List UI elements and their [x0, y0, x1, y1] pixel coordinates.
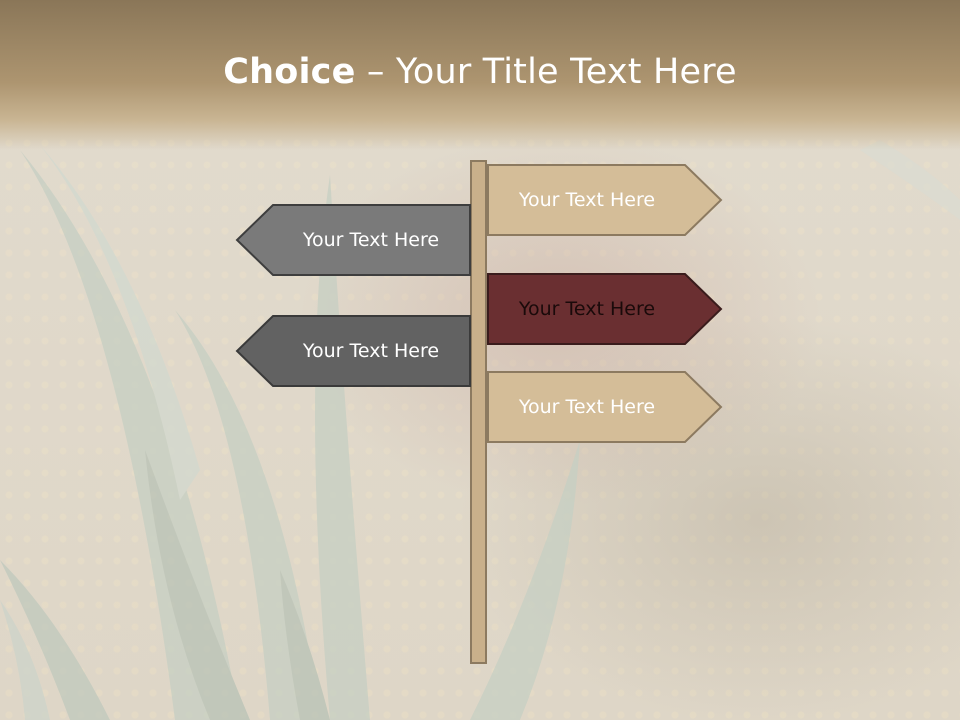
title-bar: Choice – Your Title Text Here — [0, 0, 960, 150]
sign-right-1-label: Your Text Here — [518, 189, 656, 211]
sign-right-1-shape — [487, 164, 723, 236]
sign-left-2-shape — [235, 315, 471, 387]
sign-left-2[interactable]: Your Text Here — [235, 315, 471, 387]
sign-right-1[interactable]: Your Text Here — [487, 164, 723, 236]
sign-right-3-label: Your Text Here — [518, 396, 656, 418]
sign-right-2-shape — [487, 273, 723, 345]
signpost-pole — [470, 160, 487, 664]
sign-left-1[interactable]: Your Text Here — [235, 204, 471, 276]
sign-left-1-shape — [235, 204, 471, 276]
sign-right-2-label: Your Text Here — [518, 298, 656, 320]
title-bold: Choice — [223, 52, 356, 92]
sign-right-3[interactable]: Your Text Here — [487, 371, 723, 443]
sign-left-2-label: Your Text Here — [302, 340, 440, 362]
title-rest: – Your Title Text Here — [355, 52, 737, 92]
sign-right-2[interactable]: Your Text Here — [487, 273, 723, 345]
sign-right-3-shape — [487, 371, 723, 443]
page-title: Choice – Your Title Text Here — [0, 52, 960, 92]
sign-left-1-label: Your Text Here — [302, 229, 440, 251]
